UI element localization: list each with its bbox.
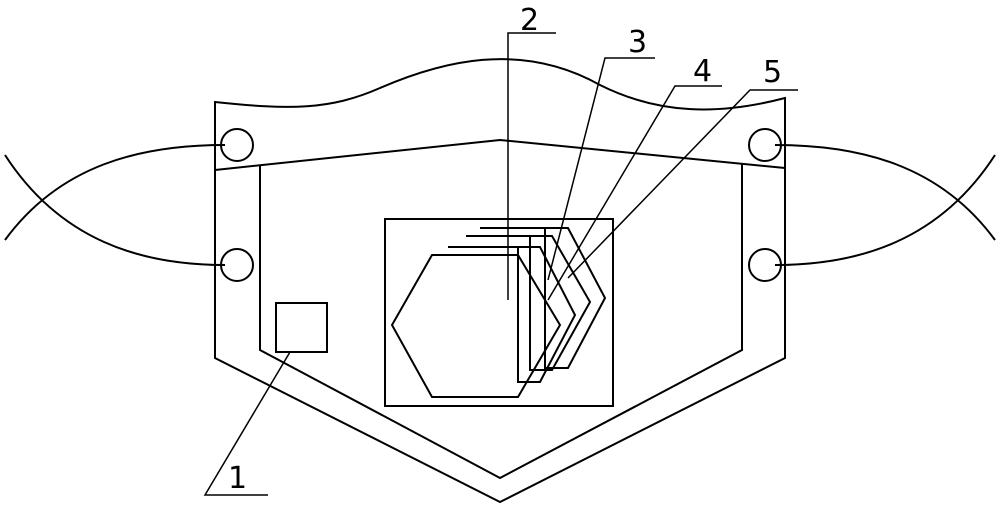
mask-outer-outline (214, 58, 786, 504)
ring-top-left (220, 128, 254, 162)
layer-5 (480, 227, 607, 369)
layer-3-honeycomb (448, 246, 577, 383)
left-strap-upper (4, 154, 226, 266)
label-2: 2 (520, 3, 539, 38)
label-4: 4 (693, 54, 712, 89)
leader-4 (547, 85, 722, 301)
leader-3 (547, 57, 655, 281)
part-1-square (275, 302, 328, 353)
ring-bottom-right (748, 248, 782, 282)
ring-top-right (748, 128, 782, 162)
ring-bottom-left (220, 248, 254, 282)
leader-1 (203, 351, 291, 496)
mask-inner-outline (259, 163, 743, 480)
right-strap-lower (774, 154, 996, 266)
leader-5 (567, 89, 798, 279)
filter-window (384, 218, 614, 407)
layer-4-dotted (466, 235, 592, 371)
part-2-hexagon (390, 254, 562, 398)
left-strap-lower (4, 144, 226, 241)
label-3: 3 (628, 25, 647, 60)
nose-line (214, 138, 786, 171)
label-5: 5 (763, 55, 782, 90)
right-strap-upper (774, 144, 996, 241)
label-1: 1 (228, 461, 247, 496)
leader-2 (507, 32, 556, 300)
